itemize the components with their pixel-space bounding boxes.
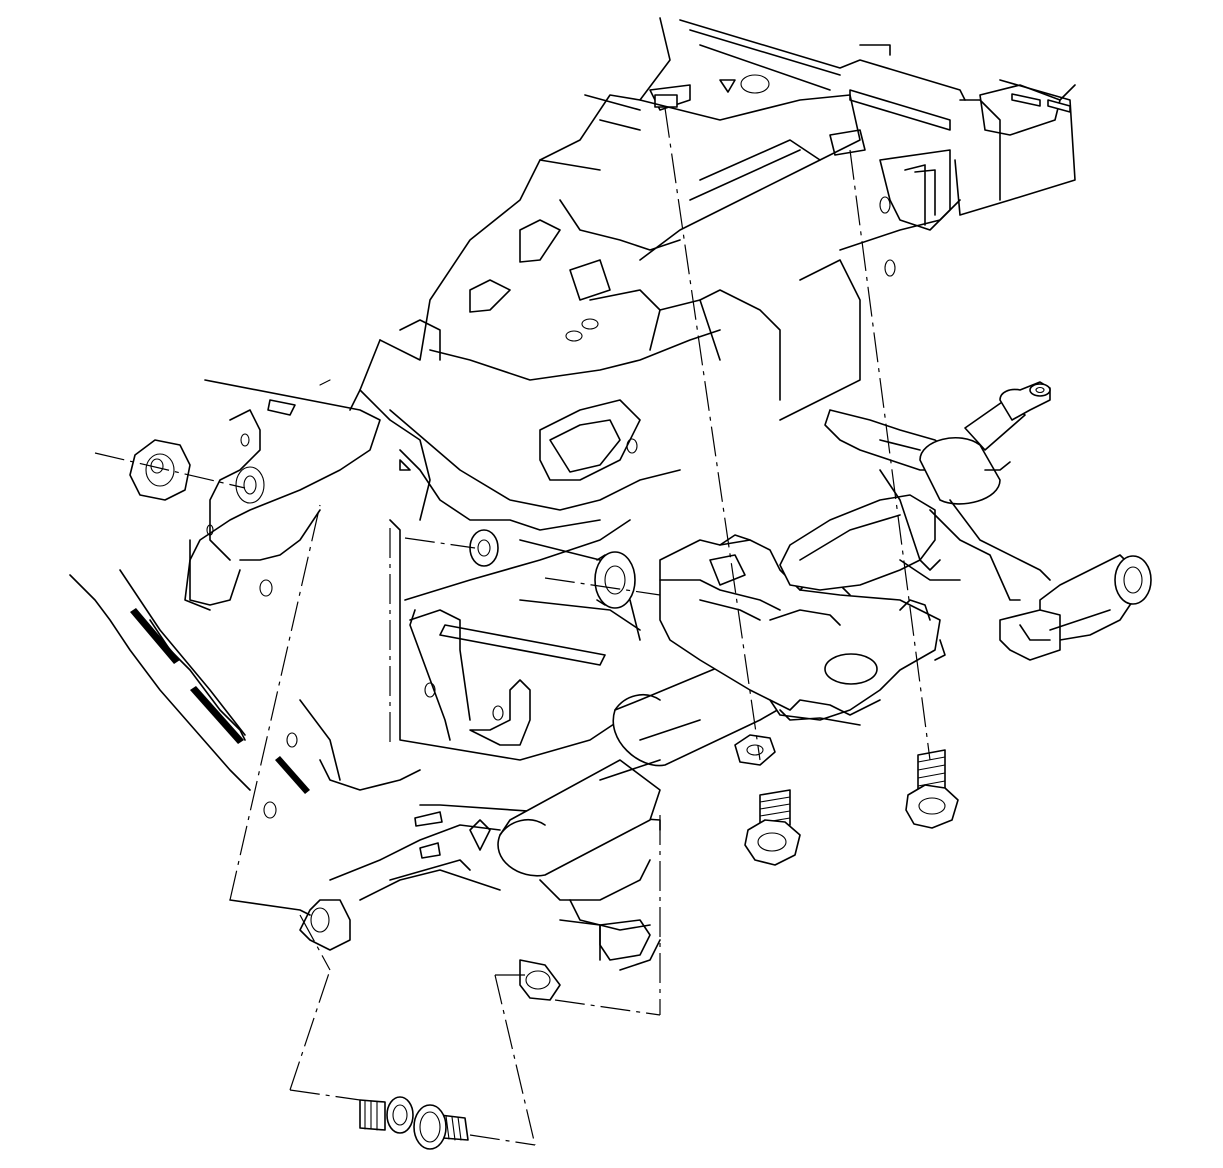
pinch-bolt-nut [359,1096,414,1134]
carrier-center-housing [359,329,721,531]
elongated-slot [439,624,606,666]
alignment-lines [94,107,931,1146]
mounting-nut-left [129,439,191,501]
mounting-nut-lower [734,734,776,766]
outer-frame-panel [69,569,341,916]
left-side-panel [184,379,381,611]
column-support-bracket [659,534,946,726]
upper-mounting-bolt-left [744,789,801,866]
carrier-stud-hole [469,529,499,567]
bracket-hole [824,653,878,685]
upper-mounting-bolt-right [905,749,959,829]
lower-shaft-yoke [999,554,1152,661]
upper-column-assembly [779,381,1051,601]
pinch-bolt [413,1104,469,1150]
grommet [594,551,636,609]
instrument-panel-carrier [349,17,1076,421]
